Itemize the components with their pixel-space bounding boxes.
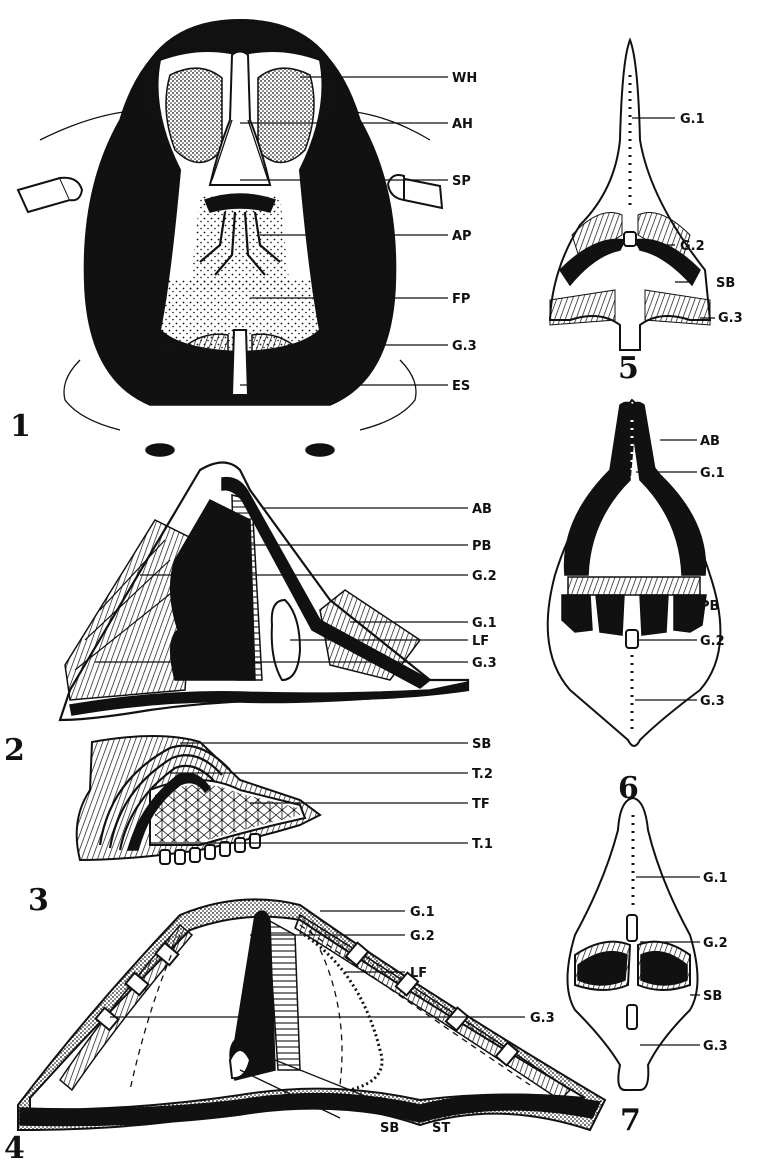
fig4-label-g2: G.2 xyxy=(410,929,435,944)
left-wing-head xyxy=(166,68,222,162)
fig6-label-g1: G.1 xyxy=(700,466,725,481)
figure-7-number: 7 xyxy=(620,1103,641,1138)
fig4-label-sb: SB xyxy=(380,1121,399,1136)
fig7-g3-tube xyxy=(627,1005,637,1029)
fig2-label-lf: LF xyxy=(472,634,489,649)
fig1-label-wh: WH xyxy=(452,71,477,86)
fig7-label-g1: G.1 xyxy=(703,871,728,886)
figure-1: WH AH SP AP FP G.3 ES 1 xyxy=(10,20,477,456)
figure-6: AB G.1 PB G.2 G.3 6 xyxy=(548,400,725,806)
fig4-label-lf: LF xyxy=(410,966,427,981)
fig6-label-g3: G.3 xyxy=(700,694,725,709)
fig1-label-es: ES xyxy=(452,379,470,394)
fig2-label-g3: G.3 xyxy=(472,656,497,671)
fig4-label-g3: G.3 xyxy=(530,1011,555,1026)
fig5-label-g3: G.3 xyxy=(718,311,743,326)
figure-5: G.1 G.2 SB G.3 5 xyxy=(550,40,743,386)
fig6-pb-band xyxy=(568,577,700,595)
fig6-label-pb: PB xyxy=(700,599,719,614)
figure-5-number: 5 xyxy=(618,351,639,386)
fig7-label-g3: G.3 xyxy=(703,1039,728,1054)
fig2-label-g1: G.1 xyxy=(472,616,497,631)
fig1-label-ah: AH xyxy=(452,117,473,132)
figure-4-number: 4 xyxy=(4,1131,25,1163)
fig3-label-sb: SB xyxy=(472,737,491,752)
figure-2-number: 2 xyxy=(4,733,25,768)
right-wing-head xyxy=(258,68,314,162)
fig1-label-sp: SP xyxy=(452,174,471,189)
right-foot xyxy=(306,444,334,456)
fig2-label-ab: AB xyxy=(472,502,492,517)
fig5-g2-tube xyxy=(624,232,636,246)
fig7-outline xyxy=(568,798,698,1090)
figure-1-number: 1 xyxy=(10,409,31,444)
fig4-label-g1: G.1 xyxy=(410,905,435,920)
fig5-label-g1: G.1 xyxy=(680,112,705,127)
fig1-label-ap: AP xyxy=(452,229,472,244)
figure-7: G.1 G.2 SB G.3 7 xyxy=(568,798,728,1138)
fig2-label-pb: PB xyxy=(472,539,491,554)
fig6-g2-tube xyxy=(626,630,638,648)
fig3-label-tf: TF xyxy=(472,797,490,812)
left-antenna xyxy=(18,178,82,212)
fig7-label-g2: G.2 xyxy=(703,936,728,951)
fig7-g2-tube xyxy=(627,915,637,941)
fig4-label-st: ST xyxy=(432,1121,450,1136)
left-foot xyxy=(146,444,174,456)
figure-3-number: 3 xyxy=(28,883,49,918)
figure-4: G.1 G.2 LF G.3 SB ST 4 xyxy=(4,899,605,1163)
fig5-label-g2: G.2 xyxy=(680,239,705,254)
fig2-gill-plates-left xyxy=(65,520,195,700)
fig7-label-sb: SB xyxy=(703,989,722,1004)
fig3-label-t2: T.2 xyxy=(472,767,493,782)
fig3-label-t1: T.1 xyxy=(472,837,493,852)
fig1-label-fp: FP xyxy=(452,292,470,307)
ap-stipple xyxy=(190,195,290,290)
fig5-label-sb: SB xyxy=(716,276,735,291)
fig6-label-ab: AB xyxy=(700,434,720,449)
fig1-label-g3: G.3 xyxy=(452,339,477,354)
fig6-label-g2: G.2 xyxy=(700,634,725,649)
figure-2: AB PB G.2 G.1 LF G.3 2 xyxy=(4,463,497,769)
fig2-label-g2: G.2 xyxy=(472,569,497,584)
figure-3: SB T.2 TF T.1 3 xyxy=(28,736,493,918)
